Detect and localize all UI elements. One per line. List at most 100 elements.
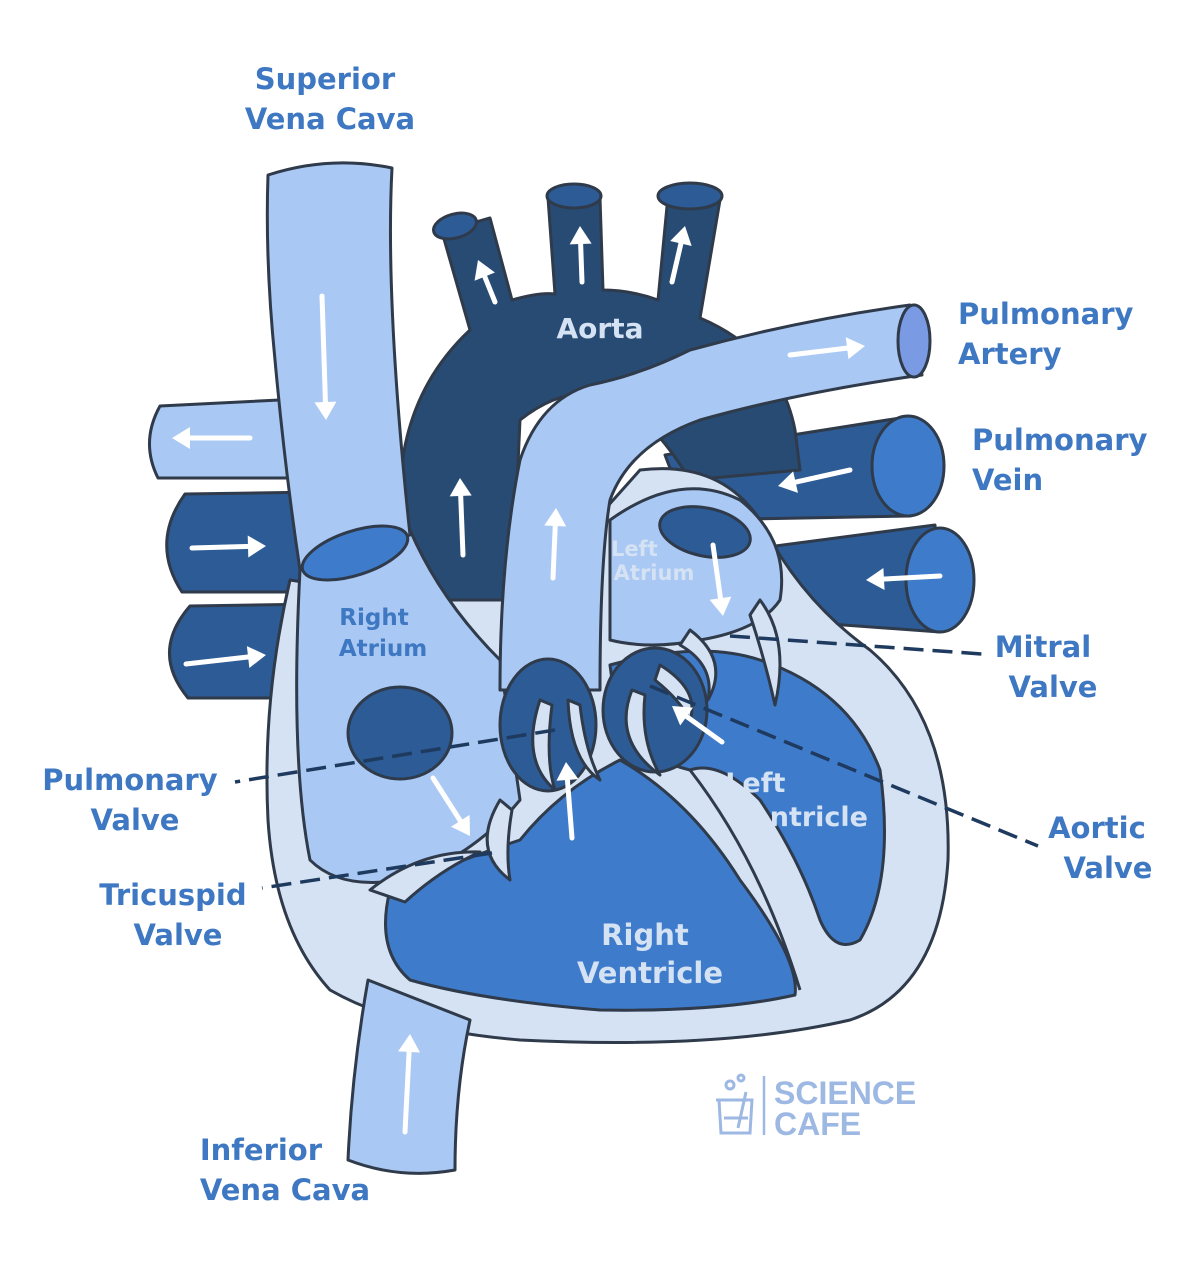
aortic-valve-label: Aortic Valve <box>1048 811 1156 885</box>
superior-vena-cava-opening <box>300 524 410 582</box>
pulmonary-vein-label: Pulmonary Vein <box>972 423 1158 497</box>
pulmonary-artery-label-line2: Artery <box>958 337 1062 371</box>
aorta-branch-3-opening <box>656 181 724 211</box>
flow-arrow-head <box>778 471 798 493</box>
aorta-branch-1-opening <box>432 211 478 241</box>
aortic-valve-label-line2: Valve <box>1064 851 1153 885</box>
logo-line2: CAFE <box>774 1106 861 1142</box>
flow-arrow <box>787 345 852 358</box>
left-atrium-label: Left Atrium <box>611 537 694 585</box>
pulmonary-valve-label-line2: Valve <box>91 803 180 837</box>
inferior-vena-cava-label-line1: Inferior <box>200 1133 323 1167</box>
flow-arrow-head <box>556 762 579 781</box>
right-atrium-label-line2: Atrium <box>339 636 427 662</box>
flow-arrow <box>879 573 943 582</box>
pulmonary-vein-label-line2: Vein <box>972 463 1043 497</box>
right-ventricle-chamber <box>384 758 797 1012</box>
aorta-label-line1: Aorta <box>557 312 644 345</box>
beaker-icon <box>716 1073 754 1135</box>
tricuspid-valve-label-line2: Valve <box>134 918 223 952</box>
superior-vena-cava-label: Superior Vena Cava <box>245 62 415 136</box>
flow-arrow <box>791 467 853 486</box>
flow-arrow-head <box>172 427 190 449</box>
superior-vena-cava-label-line1: Superior <box>255 62 396 96</box>
left-pulmonary-vein-middle <box>165 490 324 594</box>
flow-arrow <box>481 272 498 305</box>
aorta-label: Aorta <box>557 312 644 345</box>
left-ventricle-label: Left Ventricle <box>725 768 868 833</box>
tricuspid-valve-leaflet-left <box>368 850 482 904</box>
flow-arrow <box>458 491 466 558</box>
flow-arrow <box>669 239 684 285</box>
flow-arrow <box>189 543 253 551</box>
aortic-valve-leaflet-left <box>624 688 662 777</box>
leader-lines <box>234 634 1039 890</box>
tricuspid-valve-label-line1: Tricuspid <box>99 878 246 912</box>
flow-arrow-head <box>709 596 732 616</box>
flow-arrow <box>682 712 725 745</box>
flow-arrow-head <box>451 814 470 836</box>
tricuspid-valve-leader <box>261 851 493 890</box>
flow-arrow-head <box>247 535 266 558</box>
right-ventricle-label: Right Ventricle <box>577 918 723 990</box>
pulmonary-valve-label-line1: Pulmonary <box>42 763 217 797</box>
superior-vena-cava-label-line2: Vena Cava <box>245 102 415 136</box>
flow-arrow <box>710 542 724 603</box>
left-atrium-label-line1: Left <box>611 537 658 561</box>
left-ventricle-label-line2: Ventricle <box>732 802 868 833</box>
right-pulmonary-vein-upper-end <box>870 414 946 518</box>
mitral-valve-leaflet-right <box>748 598 782 707</box>
flow-arrow-head <box>672 706 694 726</box>
flow-arrow-head <box>314 401 337 420</box>
science-cafe-logo: SCIENCE CAFE <box>716 1073 916 1142</box>
left-ventricle-label-line1: Left <box>725 768 785 799</box>
pulmonary-artery-opening <box>896 303 932 379</box>
labels: Superior Vena Cava Aorta Pulmonary Arter… <box>42 62 1158 1207</box>
mitral-valve-leaflet-left <box>678 628 718 702</box>
tricuspid-valve-opening <box>346 685 454 781</box>
right-ventricle-label-line1: Right <box>601 918 689 952</box>
flow-arrow <box>578 239 585 285</box>
tricuspid-valve-leaflet-right <box>485 798 514 882</box>
flow-arrow <box>319 293 328 407</box>
inferior-vena-cava-label: Inferior Vena Cava <box>200 1133 370 1207</box>
flow-arrow <box>183 654 253 667</box>
pulmonary-valve-leader <box>234 728 556 784</box>
left-atrium-inflow-opening <box>658 505 752 559</box>
tricuspid-valve-label: Tricuspid Valve <box>99 878 257 952</box>
right-atrium-label: Right Atrium <box>339 605 427 662</box>
pulmonary-artery-label: Pulmonary Artery <box>958 297 1144 371</box>
pulmonary-valve-leaflet-right <box>566 698 602 782</box>
right-pulmonary-vein-lower-end <box>904 526 976 634</box>
flow-arrow <box>550 521 558 581</box>
flow-arrow <box>402 1047 412 1135</box>
logo-line1: SCIENCE <box>774 1075 916 1111</box>
mitral-valve-label: Mitral Valve <box>995 630 1102 704</box>
flow-arrow <box>430 775 464 826</box>
left-atrium-label-line2: Atrium <box>614 561 695 585</box>
mitral-valve-label-line2: Valve <box>1009 670 1098 704</box>
mitral-valve-label-line1: Mitral <box>995 630 1091 664</box>
heart-shapes <box>148 161 976 1175</box>
flow-arrow-head <box>398 1034 421 1053</box>
flow-arrow-head <box>544 508 567 527</box>
flow-arrow-head <box>246 646 266 668</box>
mitral-valve-leader <box>729 634 983 656</box>
right-ventricle-label-line2: Ventricle <box>577 956 723 990</box>
flow-arrow-head <box>866 568 885 591</box>
pulmonary-valve-label: Pulmonary Valve <box>42 763 228 837</box>
flow-arrow-head <box>845 337 865 360</box>
pulmonary-artery-label-line1: Pulmonary <box>958 297 1133 331</box>
flow-arrow <box>564 775 575 841</box>
flow-arrow-head <box>449 478 472 497</box>
pulmonary-vein-label-line1: Pulmonary <box>972 423 1147 457</box>
pulmonary-artery-trunk <box>498 303 924 692</box>
interventricular-septum <box>688 769 802 991</box>
flow-arrow-head <box>569 226 592 245</box>
flow-arrow-head <box>474 260 495 281</box>
right-atrium-label-line1: Right <box>339 605 408 631</box>
aorta-branch-2-opening <box>545 182 603 210</box>
inferior-vena-cava-label-line2: Vena Cava <box>200 1173 370 1207</box>
